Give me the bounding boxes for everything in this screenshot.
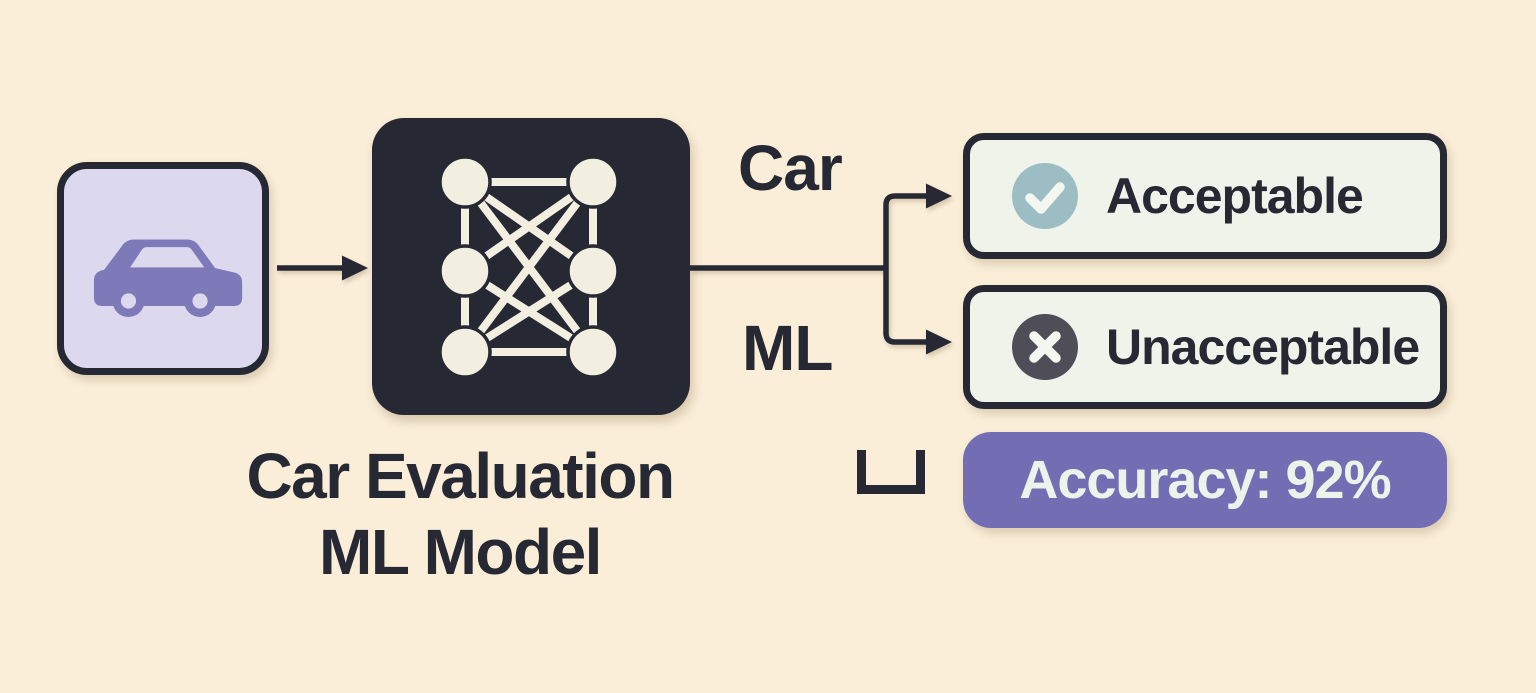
ml-model-box	[372, 118, 690, 415]
bracket-connector-icon	[852, 450, 930, 495]
branch-label-car: Car	[738, 132, 843, 204]
model-title-line1: Car Evaluation	[246, 440, 675, 512]
neural-network-icon	[438, 155, 620, 379]
output-label-acceptable: Acceptable	[1106, 168, 1364, 224]
output-box-acceptable: Acceptable	[963, 133, 1447, 259]
accuracy-label: Accuracy: 92%	[1019, 450, 1391, 510]
model-title-line2: ML Model	[319, 516, 602, 588]
check-icon	[1012, 163, 1078, 229]
x-icon	[1012, 314, 1078, 380]
car-icon	[83, 214, 243, 324]
car-input-box	[57, 162, 269, 375]
branch-label-ml: ML	[742, 312, 833, 384]
output-label-unacceptable: Unacceptable	[1106, 319, 1420, 375]
accuracy-badge: Accuracy: 92%	[963, 432, 1447, 528]
output-box-unacceptable: Unacceptable	[963, 285, 1447, 409]
model-title: Car Evaluation ML Model	[150, 438, 770, 590]
